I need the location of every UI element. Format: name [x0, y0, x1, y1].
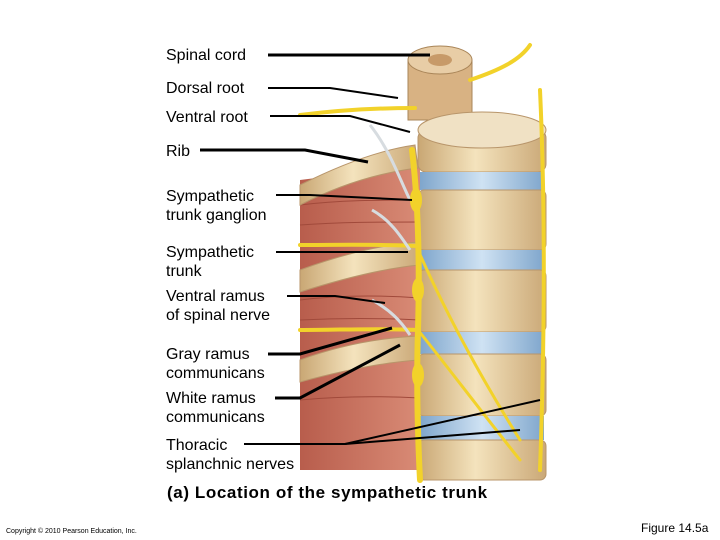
copyright-notice: Copyright © 2010 Pearson Education, Inc.: [6, 528, 137, 535]
spinal-cord: [407, 45, 473, 121]
leader-lines: [200, 53, 541, 445]
label-rib: Rib: [166, 143, 191, 160]
label-sympathetic-trunk-ganglion: Sympathetic trunk ganglion: [166, 188, 267, 224]
label-thoracic-splanchnic-nerves: Thoracic splanchnic nerves: [166, 437, 295, 473]
label-gray-ramus: Gray ramus communicans: [166, 346, 265, 382]
label-spinal-cord: Spinal cord: [166, 47, 247, 64]
label-sympathetic-trunk: Sympathetic trunk: [166, 244, 255, 280]
intercostal-muscles: [299, 165, 421, 470]
label-ventral-ramus: Ventral ramus of spinal nerve: [166, 288, 271, 324]
figure-number: Figure 14.5a: [641, 521, 709, 535]
figure-caption: (a) Location of the sympathetic trunk: [167, 483, 488, 502]
vertebral-column: [417, 111, 547, 481]
sympathetic-trunk-nerve: [298, 43, 546, 483]
label-dorsal-root: Dorsal root: [166, 80, 245, 97]
ganglia: [410, 188, 424, 387]
label-ventral-root: Ventral root: [166, 109, 248, 126]
label-white-ramus: White ramus communicans: [166, 390, 265, 426]
ribs: [299, 144, 421, 383]
